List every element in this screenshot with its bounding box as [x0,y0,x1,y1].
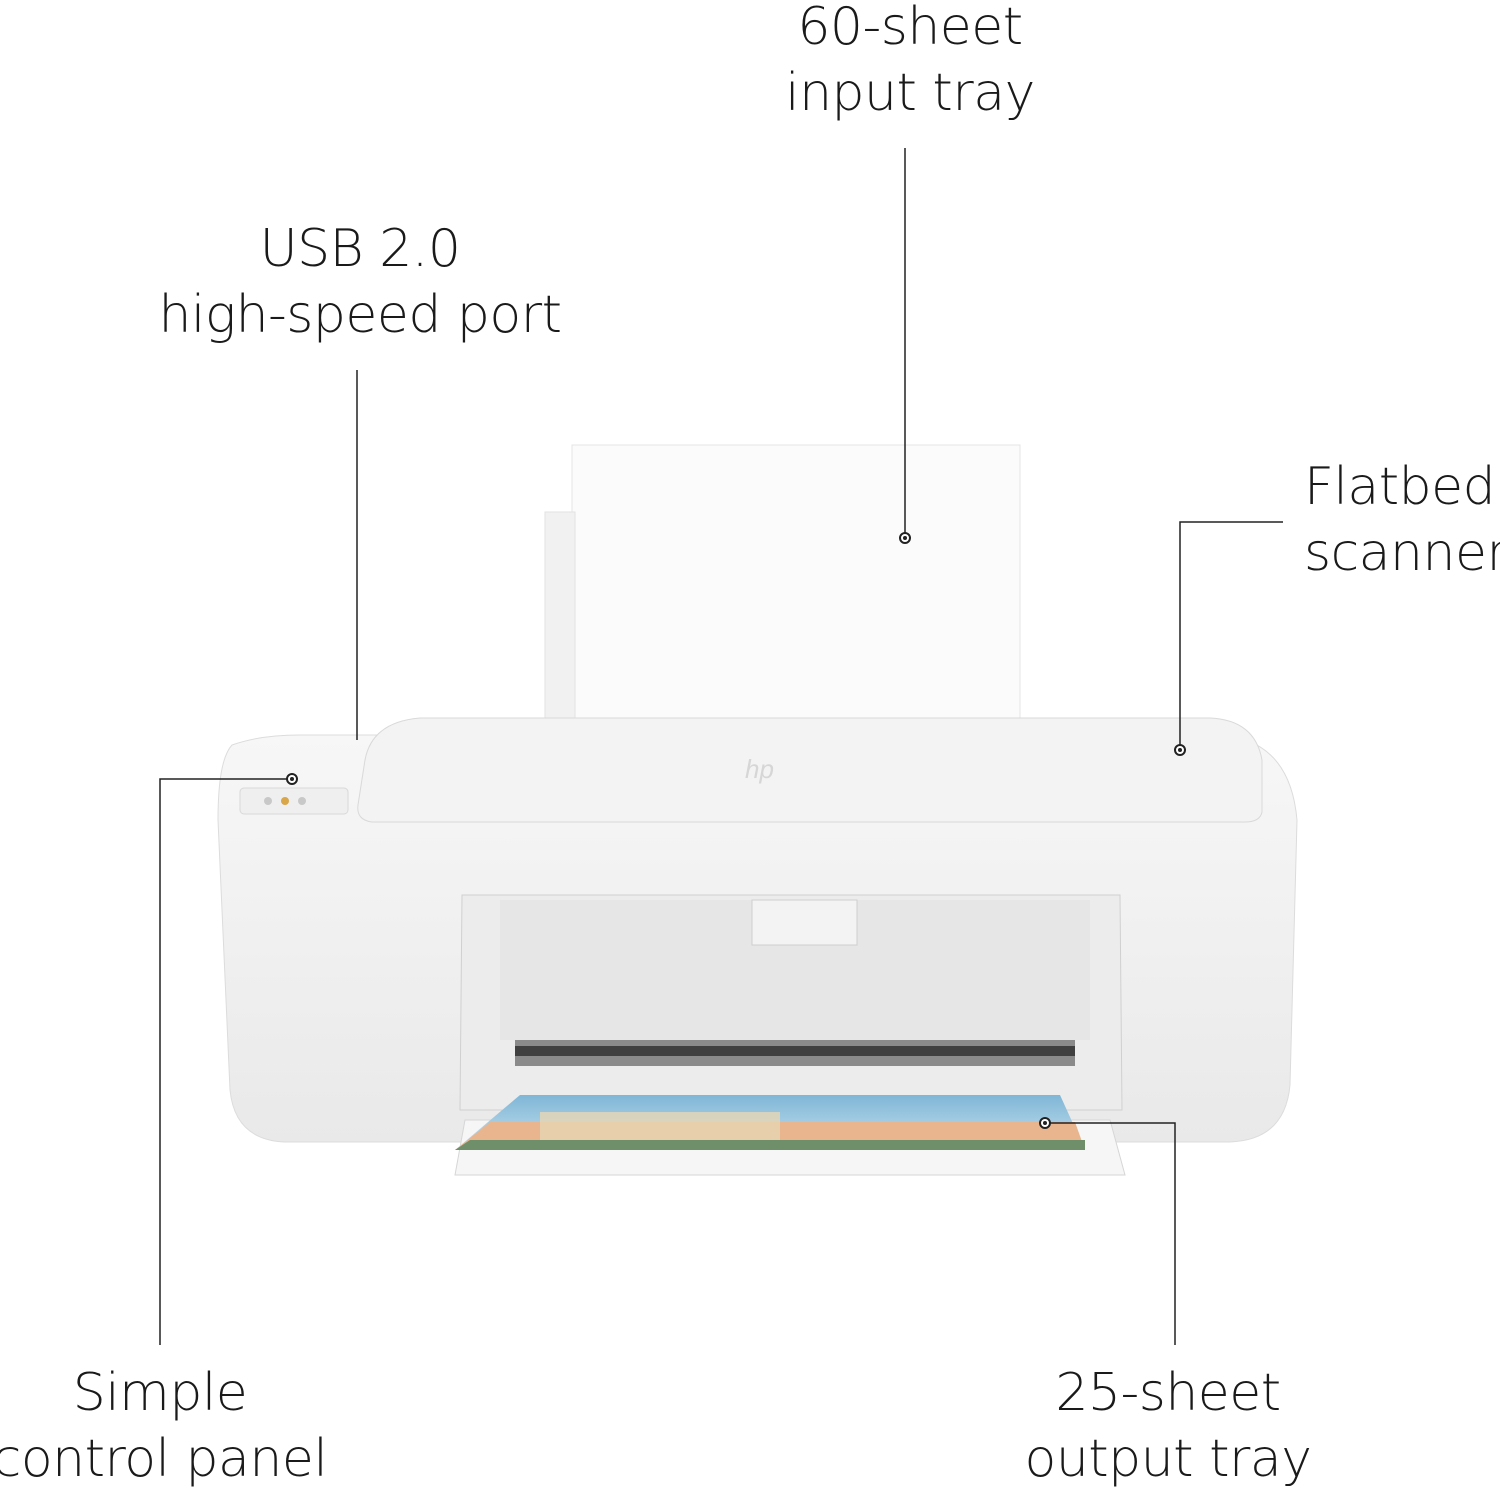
input-tray-callout: 60-sheet input tray [785,0,1035,126]
callout-line: Simple [72,1363,248,1423]
input-tray-paper [571,444,1021,736]
callout-line: 60-sheet [797,0,1023,57]
output-tab [751,899,858,946]
output-tray-callout: 25-sheet output tray [1025,1360,1312,1492]
usb-port-callout: USB 2.0 high-speed port [158,216,562,348]
callout-line: control panel [0,1429,328,1489]
paper-guide [544,511,576,738]
scanner-leader [1179,521,1283,750]
callout-line: 25-sheet [1055,1363,1281,1423]
hp-logo: hp [745,754,774,784]
callout-line: output tray [1024,1429,1312,1489]
control-panel-leader [159,778,292,1345]
control-panel [239,787,349,815]
output-tray-leader [1045,1122,1176,1345]
callout-line: input tray [785,63,1035,123]
control-panel-callout: Simple control panel [0,1360,328,1492]
callout-line: Flatbed [1304,457,1496,517]
scanner-lid [357,717,1263,823]
callout-line: scanner [1304,523,1500,583]
scanner-callout: Flatbed scanner [1304,454,1500,586]
callout-line: high-speed port [158,285,562,345]
callout-line: USB 2.0 [259,219,461,279]
